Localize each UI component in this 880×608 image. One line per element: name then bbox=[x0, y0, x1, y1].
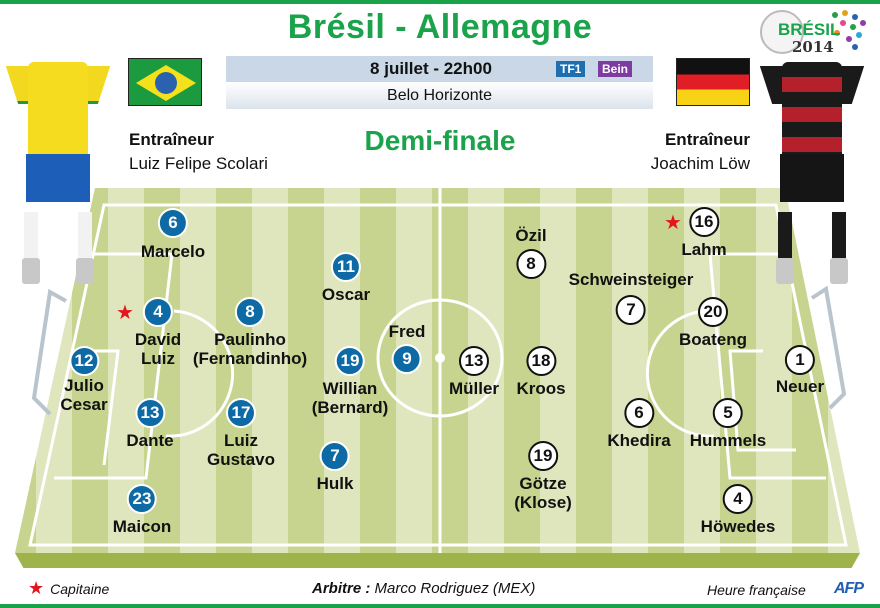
captain-star-icon: ★ bbox=[664, 212, 682, 234]
bottom-accent-bar bbox=[0, 604, 880, 608]
germany-coach: Entraîneur Joachim Löw bbox=[651, 130, 750, 174]
player-schweinsteiger: Schweinsteiger 7 bbox=[569, 270, 693, 325]
match-title: Brésil - Allemagne bbox=[287, 8, 593, 46]
match-venue: Belo Horizonte bbox=[226, 82, 653, 109]
match-info-box: 8 juillet - 22h00 TF1 Bein Belo Horizont… bbox=[226, 56, 653, 110]
bein-badge: Bein bbox=[598, 61, 633, 77]
stage-label: Demi-finale bbox=[364, 125, 516, 156]
captain-star-icon: ★ bbox=[28, 578, 45, 598]
player-fred: Fred 9 bbox=[389, 322, 425, 374]
player-ozil: Özil 8 bbox=[515, 226, 547, 279]
logo-text: BRÉSIL bbox=[778, 20, 841, 39]
captain-legend: ★Capitaine bbox=[28, 578, 110, 598]
coach-name: Joachim Löw bbox=[650, 154, 750, 173]
coach-label: Entraîneur bbox=[664, 130, 750, 149]
player-maicon: 23 Maicon bbox=[113, 484, 171, 536]
player-muller: 13 Müller bbox=[449, 346, 499, 398]
coach-name: Luiz Felipe Scolari bbox=[129, 154, 268, 173]
time-note: Heure française bbox=[707, 582, 806, 598]
football-icon bbox=[760, 10, 804, 54]
referee-label: Arbitre : bbox=[312, 580, 371, 597]
referee-name: Marco Rodriguez (MEX) bbox=[374, 580, 536, 597]
player-dante: 13 Dante bbox=[126, 398, 174, 450]
referee-info: Arbitre : Marco Rodriguez (MEX) bbox=[312, 580, 535, 597]
player-neuer: 1 Neuer bbox=[776, 345, 824, 396]
top-accent-bar bbox=[0, 0, 880, 4]
coach-label: Entraîneur bbox=[129, 130, 215, 149]
brasil-2014-logo: BRÉSIL 2014 bbox=[756, 6, 876, 60]
player-boateng: 20 Boateng bbox=[679, 297, 747, 349]
player-hummels: 5 Hummels bbox=[690, 398, 766, 450]
tf1-badge: TF1 bbox=[556, 61, 586, 77]
logo-year: 2014 bbox=[792, 38, 834, 56]
pitch bbox=[0, 188, 880, 578]
player-paulinho: 8 Paulinho(Fernandinho) bbox=[193, 297, 307, 368]
germany-flag bbox=[676, 58, 750, 106]
player-howedes: 4 Höwedes bbox=[701, 484, 775, 536]
player-willian: 19 Willian(Bernard) bbox=[312, 346, 388, 417]
player-marcelo: 6 Marcelo bbox=[141, 208, 205, 261]
afp-logo: AFP bbox=[834, 580, 864, 597]
match-datetime: 8 juillet - 22h00 bbox=[370, 59, 492, 78]
player-gotze: 19 Götze(Klose) bbox=[514, 441, 572, 512]
player-hulk: 7 Hulk bbox=[317, 441, 353, 493]
brazil-flag bbox=[128, 58, 202, 106]
brazil-coach: Entraîneur Luiz Felipe Scolari bbox=[129, 130, 268, 174]
germany-kit bbox=[759, 62, 865, 284]
player-oscar: 11 Oscar bbox=[322, 252, 370, 304]
player-lahm: 16 Lahm bbox=[681, 207, 727, 259]
captain-star-icon: ★ bbox=[116, 302, 134, 324]
player-khedira: 6 Khedira bbox=[607, 398, 671, 450]
player-kroos: 18 Kroos bbox=[516, 346, 566, 398]
brazil-kit bbox=[5, 62, 111, 284]
